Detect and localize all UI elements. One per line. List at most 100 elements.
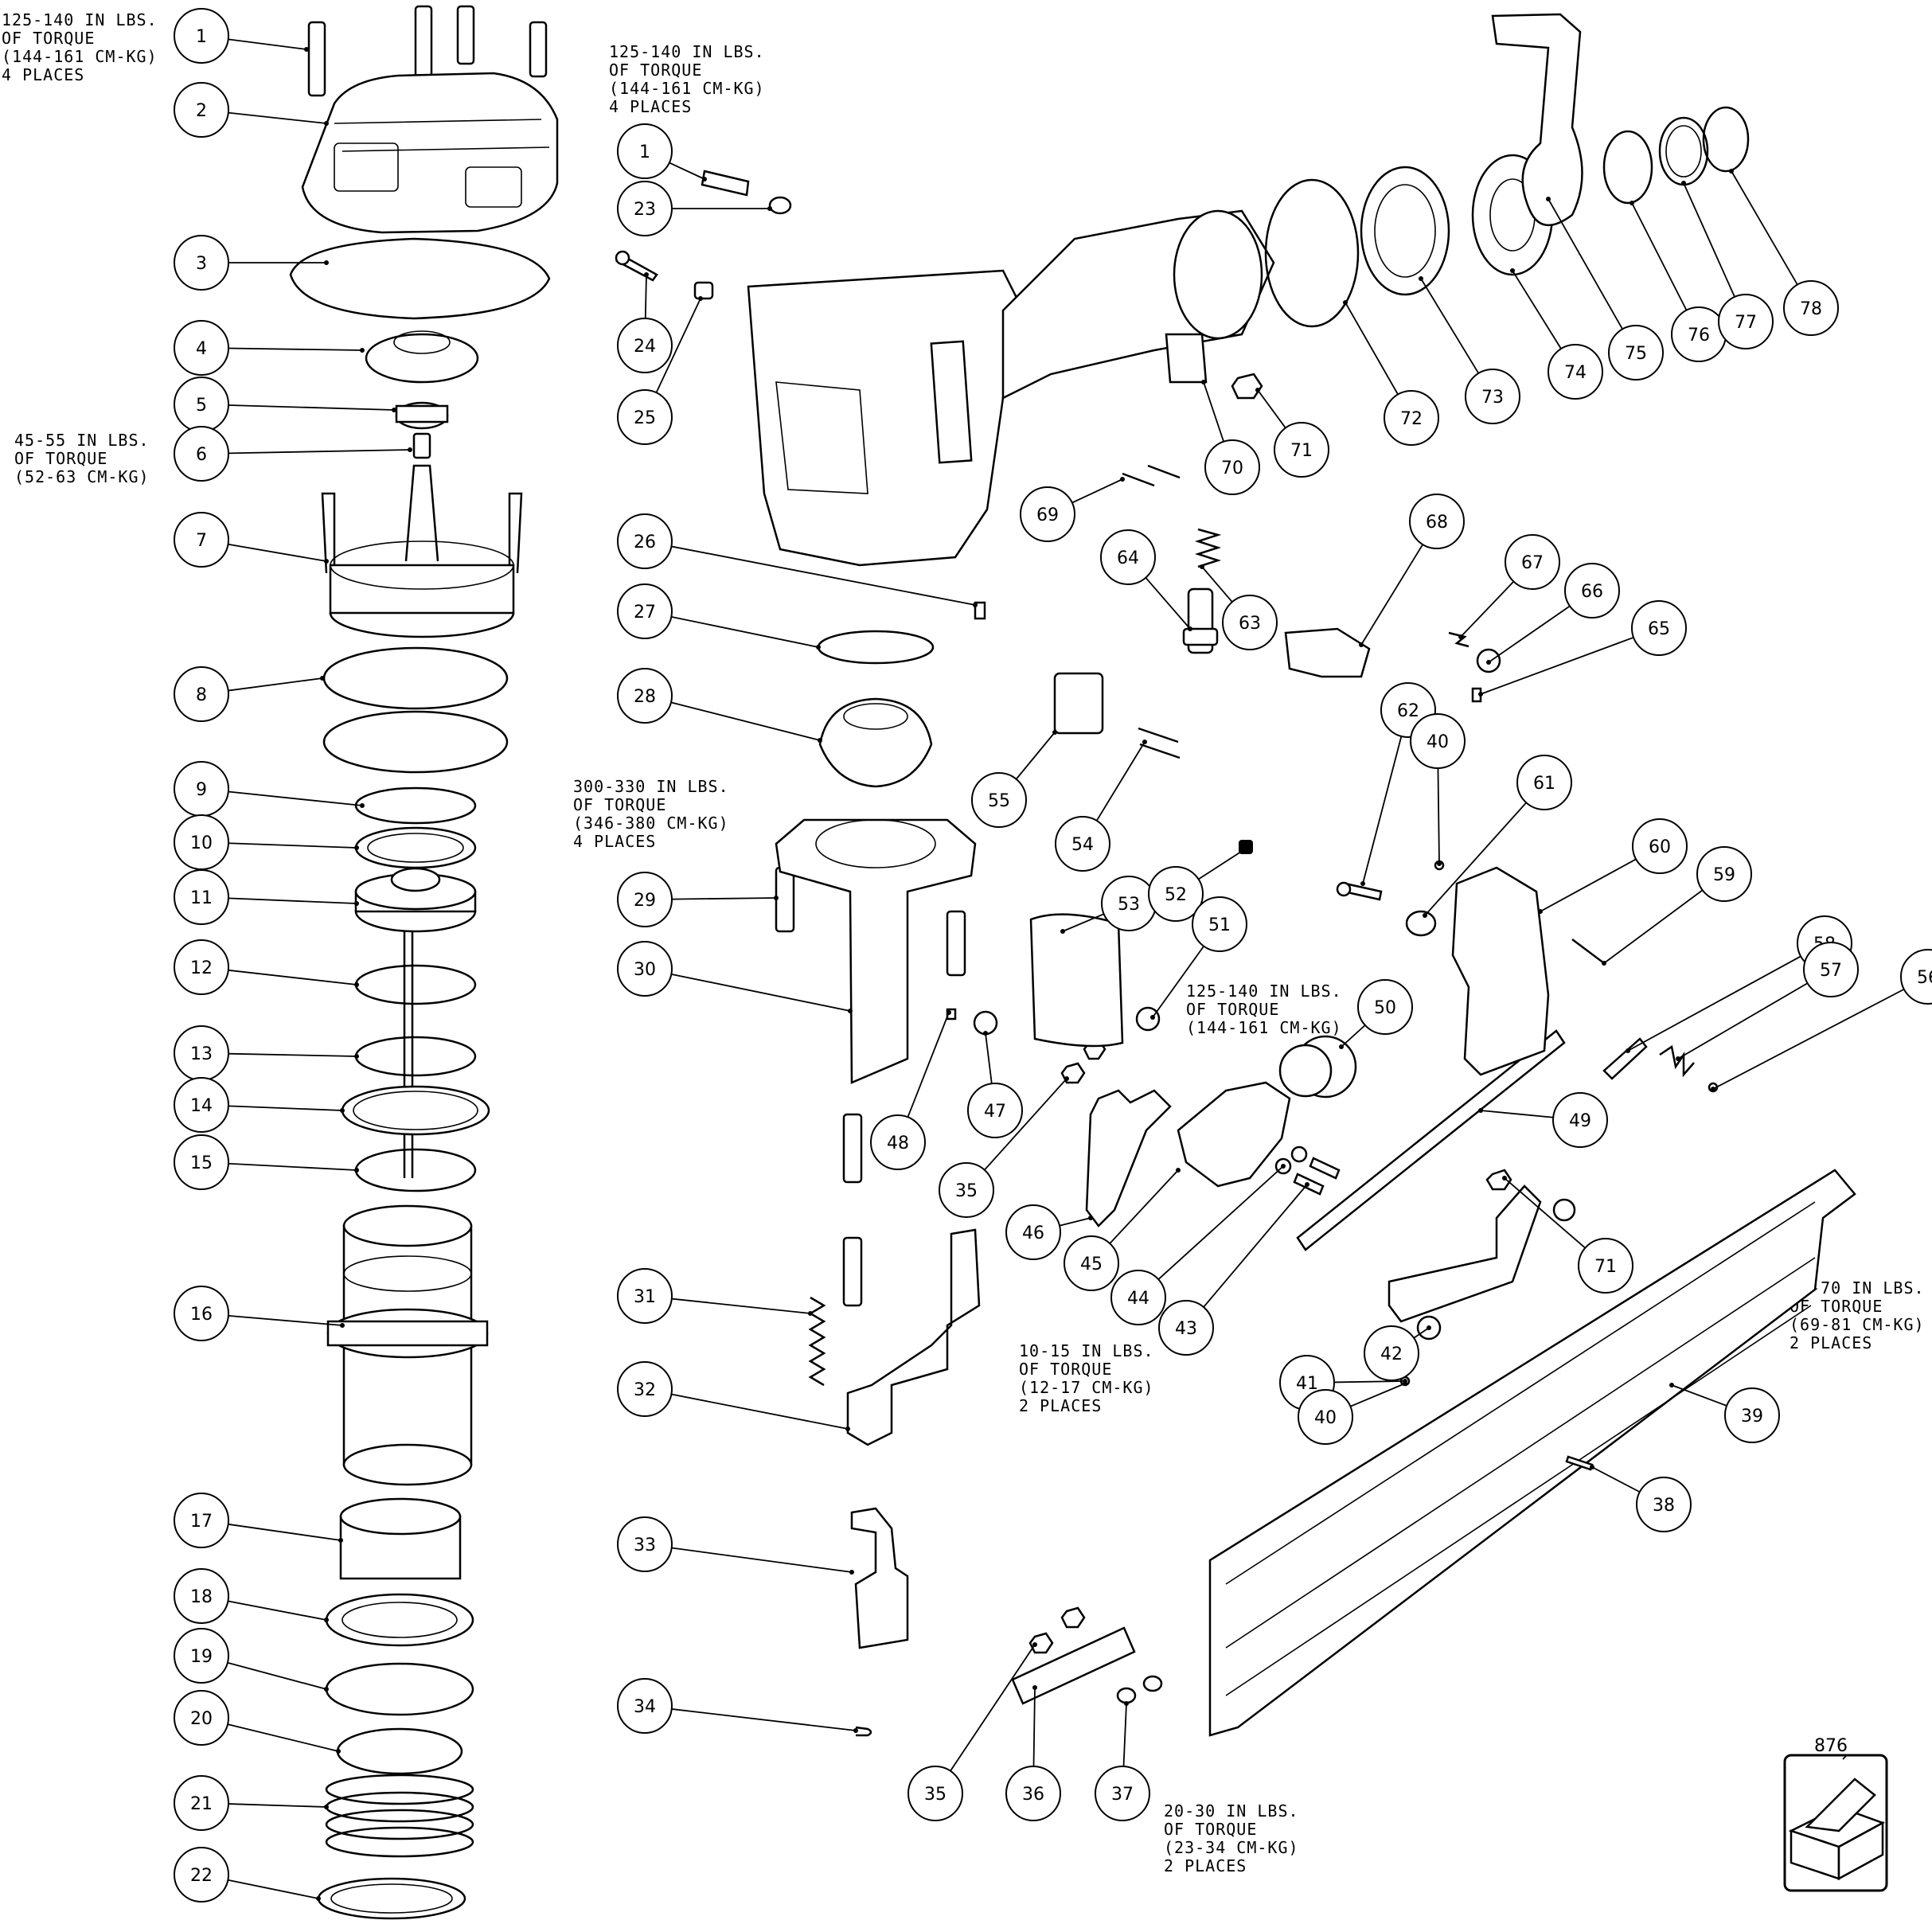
callout-circle-78 — [1783, 280, 1839, 336]
part-cylinder-cap-7 — [321, 464, 523, 638]
part-nut-71-top — [1231, 373, 1263, 400]
callout-circle-60 — [1632, 818, 1688, 874]
callout-circle-48 — [870, 1114, 926, 1170]
callout-number-22: 22 — [190, 1866, 213, 1886]
callout-number-46: 46 — [1022, 1223, 1044, 1243]
part-pins-69 — [1122, 464, 1181, 487]
leader-tip-51 — [1150, 1015, 1155, 1020]
part-nuts-35-bottom — [1028, 1606, 1086, 1654]
callout-number-16: 16 — [190, 1305, 213, 1325]
leader-line-69 — [1071, 478, 1123, 504]
leader-line-20 — [227, 1723, 339, 1752]
callout-number-70: 70 — [1221, 459, 1243, 478]
part-bracket-46 — [1085, 1089, 1172, 1227]
leader-line-72 — [1345, 302, 1399, 395]
leader-tip-37 — [1124, 1701, 1129, 1706]
part-oring-12 — [354, 964, 477, 1005]
leader-tip-74 — [1510, 268, 1515, 273]
leader-tip-75 — [1546, 197, 1551, 201]
callout-number-71: 71 — [1594, 1257, 1617, 1277]
leader-line-75 — [1548, 198, 1623, 330]
leader-tip-23 — [767, 206, 772, 211]
callout-number-62: 62 — [1397, 701, 1419, 721]
callout-circle-69 — [1020, 486, 1075, 542]
callout-number-15: 15 — [190, 1153, 213, 1173]
callout-number-34: 34 — [634, 1697, 656, 1717]
leader-tip-40 — [1403, 1381, 1407, 1386]
callout-number-30: 30 — [634, 960, 656, 980]
callout-number-57: 57 — [1820, 961, 1842, 981]
callout-circle-12 — [174, 939, 229, 995]
callout-circle-39 — [1724, 1387, 1780, 1443]
callout-circle-65 — [1631, 600, 1687, 656]
callout-number-74: 74 — [1564, 363, 1587, 383]
callout-number-5: 5 — [196, 396, 207, 416]
part-bushing-61 — [1405, 910, 1437, 937]
torque-note-mid: 125-140 IN LBS.OF TORQUE(144-161 CM-KG) — [1186, 982, 1341, 1037]
part-clip-34 — [855, 1726, 872, 1737]
callout-number-71: 71 — [1290, 441, 1313, 461]
leader-tip-3 — [324, 260, 329, 265]
svg-text:10-15 IN LBS.OF TORQUE(12-17 C: 10-15 IN LBS.OF TORQUE(12-17 CM-KG)2 PLA… — [1019, 1341, 1154, 1415]
callout-number-41: 41 — [1296, 1374, 1318, 1394]
callout-number-9: 9 — [196, 780, 207, 800]
leader-line-35 — [950, 1644, 1036, 1772]
leader-line-6 — [228, 449, 411, 455]
callout-circle-7 — [174, 512, 229, 568]
callout-circle-21 — [174, 1775, 229, 1831]
leader-line-26 — [671, 545, 976, 606]
leader-tip-33 — [849, 1570, 854, 1575]
part-retainer-78 — [1702, 106, 1750, 173]
leader-line-46 — [1059, 1217, 1091, 1227]
leader-tip-32 — [845, 1426, 850, 1431]
leader-tip-77 — [1681, 181, 1686, 185]
leader-line-11 — [228, 897, 357, 904]
callout-number-55: 55 — [988, 791, 1010, 811]
leader-line-31 — [671, 1298, 811, 1314]
leader-line-40 — [1349, 1383, 1406, 1407]
leader-line-25 — [655, 298, 701, 393]
part-housing-main — [747, 209, 1275, 567]
leader-tip-35 — [1032, 1642, 1037, 1647]
leader-tip-65 — [1478, 692, 1483, 697]
leader-tip-1 — [304, 47, 309, 52]
part-pin-38 — [1565, 1455, 1594, 1471]
callout-circle-46 — [1005, 1204, 1061, 1260]
leader-line-22 — [228, 1879, 319, 1899]
leader-line-40 — [1437, 767, 1440, 864]
part-trip-32 — [846, 1228, 981, 1446]
leader-tip-76 — [1630, 201, 1634, 205]
leader-tip-58 — [1626, 1048, 1630, 1053]
part-oring-20 — [336, 1727, 463, 1775]
part-valve-64 — [1182, 587, 1219, 654]
torque-note-20-30: 20-30 IN LBS.OF TORQUE(23-34 CM-KG)2 PLA… — [1164, 1801, 1298, 1875]
leader-line-54 — [1095, 741, 1146, 822]
leader-tip-78 — [1729, 169, 1734, 174]
leader-tip-60 — [1538, 909, 1543, 914]
leader-line-58 — [1627, 955, 1801, 1052]
leader-tip-29 — [774, 896, 779, 900]
part-housing-45 — [1177, 1081, 1291, 1188]
part-adapter-73 — [1360, 166, 1450, 296]
callout-circle-32 — [617, 1361, 673, 1417]
leader-tip-11 — [354, 901, 359, 906]
callout-number-42: 42 — [1380, 1344, 1403, 1364]
callout-circle-64 — [1100, 529, 1156, 585]
leader-line-15 — [228, 1162, 357, 1171]
leader-line-61 — [1424, 802, 1527, 916]
part-sleeve-17 — [339, 1497, 462, 1580]
callout-number-4: 4 — [196, 339, 207, 359]
leader-tip-24 — [644, 272, 649, 277]
leader-line-59 — [1603, 889, 1704, 964]
callout-number-20: 20 — [190, 1709, 213, 1729]
leader-line-66 — [1488, 605, 1571, 663]
leader-tip-7 — [324, 559, 329, 564]
part-valve-5 — [395, 401, 449, 430]
part-spring-21 — [325, 1774, 474, 1858]
leader-line-65 — [1480, 636, 1634, 695]
part-cap-28 — [818, 697, 933, 788]
callout-number-53: 53 — [1118, 895, 1140, 915]
part-ring-77 — [1658, 116, 1709, 186]
leader-line-35 — [984, 1078, 1067, 1171]
